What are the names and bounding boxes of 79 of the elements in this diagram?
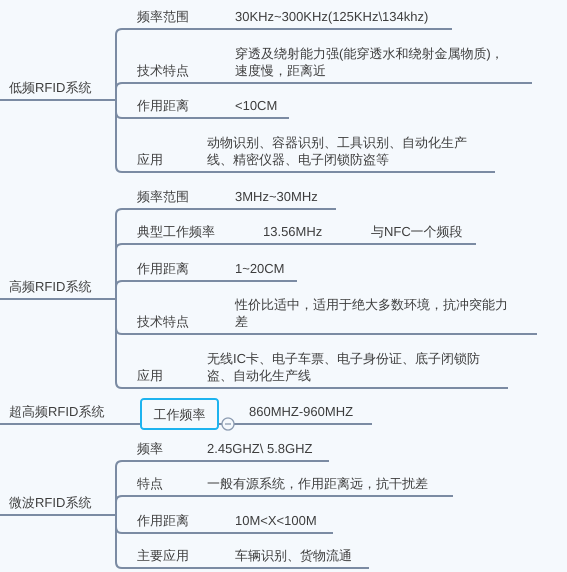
topic-text: 频率 (137, 440, 163, 457)
connector-line (200, 208, 228, 210)
underlined-topic (0, 494, 115, 516)
underlined-topic (122, 475, 175, 497)
topic-text: 一般有源系统，作用距离远，抗干扰差 (207, 475, 428, 492)
underlined-topic (0, 403, 118, 425)
underlined-topic (122, 512, 200, 534)
connector-line (114, 514, 123, 569)
connector-line (114, 495, 123, 516)
topic-text: 30KHz~300KHz(125KHz\134khz) (235, 8, 428, 25)
topic-text: 技术特点 (137, 313, 189, 330)
topic-text: 技术特点 (137, 62, 189, 79)
topic-text: 车辆识别、货物流通 (235, 547, 352, 564)
topic-text: 无线IC卡、电子车票、电子身份证、底子闭锁防盗、自动化生产线 (207, 350, 481, 384)
topic-text: 2.45GHZ\ 5.8GHZ (207, 440, 312, 457)
connector-line (175, 171, 200, 173)
topic-text: 1~20CM (235, 260, 284, 277)
underlined-topic (122, 260, 200, 282)
underlined-topic (228, 296, 537, 335)
connector-line (200, 567, 228, 569)
connector-line (200, 82, 228, 84)
connector-line (200, 28, 228, 30)
topic-text: 穿透及绕射能力强(能穿透水和绕射金属物质)，速度慢，距离近 (235, 45, 505, 79)
topic-text: 应用 (137, 367, 163, 384)
underlined-topic (200, 134, 495, 173)
connector-line (200, 280, 228, 282)
topic-text: 性价比适中，适用于绝大多数环境，抗冲突能力差 (235, 296, 509, 330)
connector-line (200, 532, 228, 534)
connector-line (175, 460, 200, 462)
topic-text: 主要应用 (137, 547, 189, 564)
underlined-topic (228, 547, 369, 569)
underlined-topic (228, 45, 532, 84)
connector-line (175, 495, 200, 497)
topic-text: 高频RFID系统 (9, 278, 92, 295)
underlined-topic (122, 440, 175, 462)
topic-text: 3MHz~30MHz (235, 188, 318, 205)
underlined-topic (0, 278, 115, 300)
topic-text: 作用距离 (137, 260, 189, 277)
underlined-topic (0, 79, 115, 101)
underlined-topic (122, 151, 175, 173)
connector-line (175, 387, 200, 389)
topic-text: 动物识别、容器识别、工具识别、自动化生产线、精密仪器、电子闭锁防盗等 (207, 134, 468, 168)
topic-text: 工作频率 (154, 406, 206, 422)
underlined-topic (122, 188, 200, 210)
topic-text: 作用距离 (137, 512, 189, 529)
underlined-topic (364, 223, 476, 245)
topic-text: 典型工作频率 (137, 223, 215, 240)
topic-text: 低频RFID系统 (9, 79, 92, 96)
topic-text: 作用距离 (137, 97, 189, 114)
topic-text: 与NFC一个频段 (371, 223, 463, 240)
topic-text: <10CM (235, 97, 278, 114)
connector-line (200, 117, 228, 119)
topic-text: 超高频RFID系统 (9, 403, 104, 420)
underlined-topic (122, 367, 175, 389)
underlined-topic (122, 547, 200, 569)
topic-text: 应用 (137, 151, 163, 168)
underlined-topic (122, 62, 200, 84)
selected-topic (140, 398, 219, 430)
topic-text: 微波RFID系统 (9, 494, 92, 511)
connector-line (114, 99, 123, 173)
connector-line (114, 298, 123, 389)
underlined-topic (200, 475, 453, 497)
topic-text: 13.56MHz (263, 223, 322, 240)
connector-line (242, 243, 256, 245)
underlined-topic (122, 223, 242, 245)
underlined-topic (200, 350, 508, 389)
underlined-topic (122, 97, 200, 119)
topic-text: 860MHZ-960MHZ (249, 403, 354, 420)
connector-line (114, 82, 123, 101)
topic-text: 频率范围 (137, 8, 189, 25)
topic-text: 10M<X<100M (235, 512, 317, 529)
underlined-topic (122, 8, 200, 30)
connector-line (356, 243, 364, 245)
connector-line (200, 333, 228, 335)
topic-text: 频率范围 (137, 188, 189, 205)
connector-line (114, 280, 123, 300)
underlined-topic (122, 313, 200, 335)
topic-text: 特点 (137, 475, 163, 492)
connector-line (118, 423, 140, 425)
